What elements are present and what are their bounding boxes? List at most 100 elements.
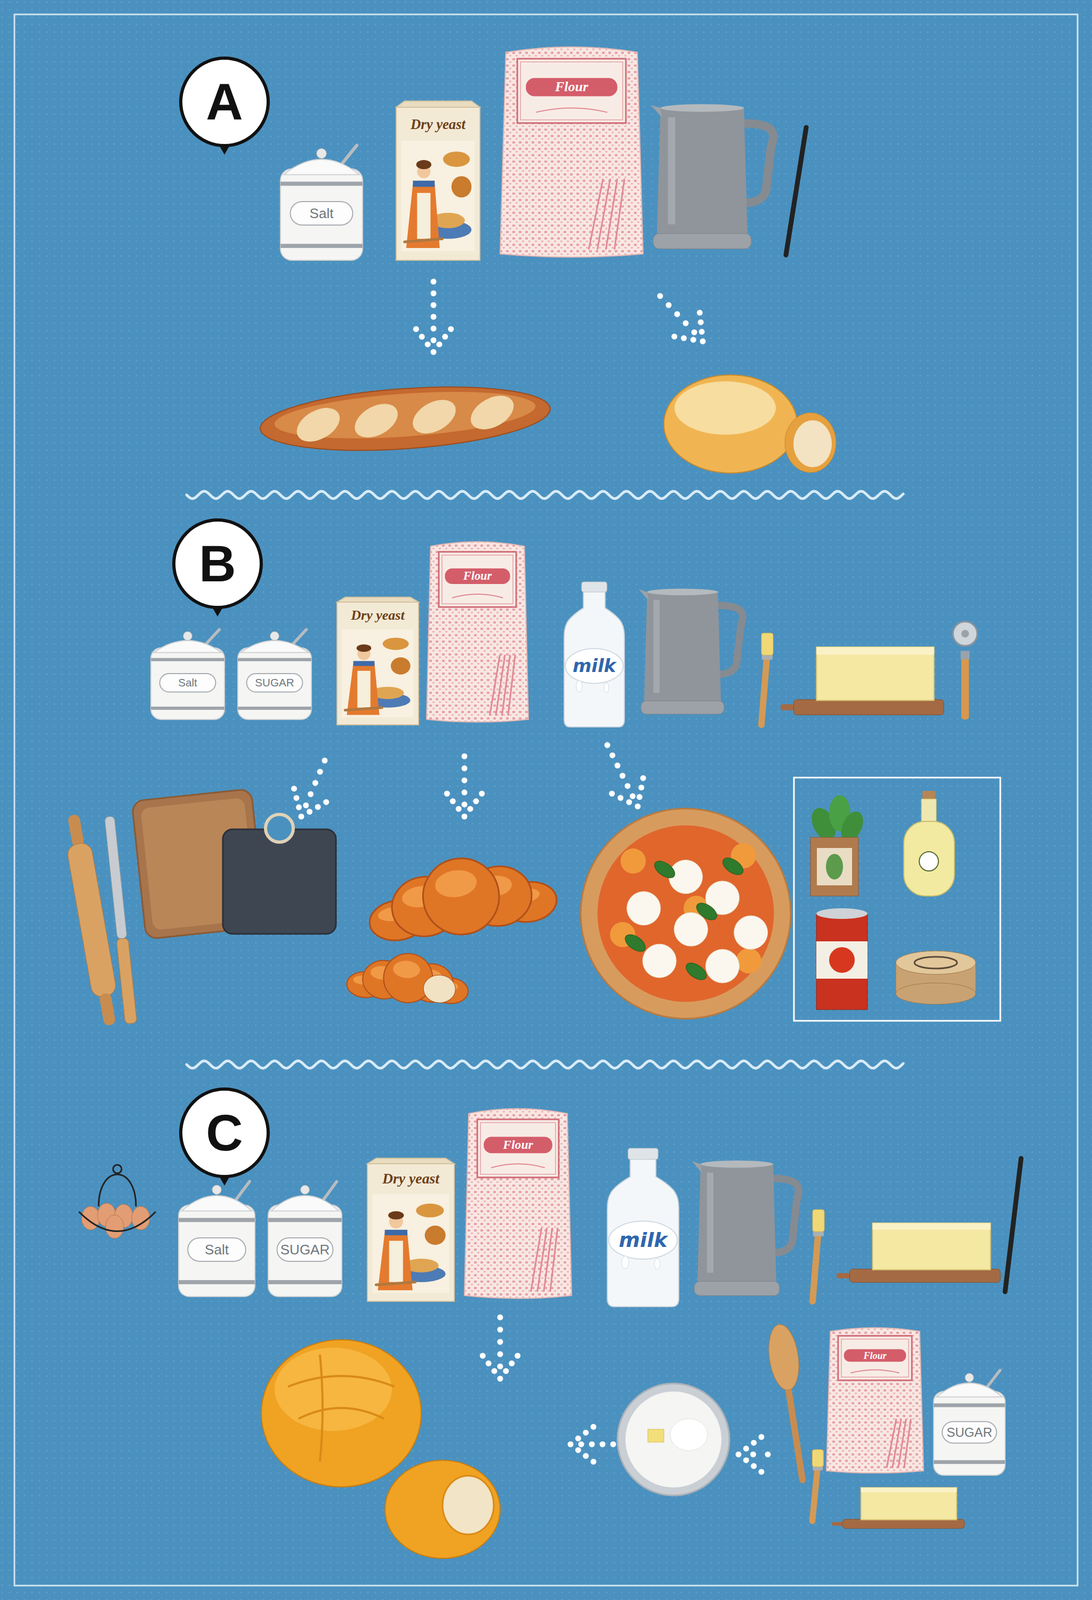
thermometer-stick xyxy=(1005,1158,1022,1292)
yeast-box xyxy=(367,1163,455,1302)
arrow-dot xyxy=(430,278,437,285)
arrow-dot xyxy=(430,314,437,320)
bottle-label: milk xyxy=(619,1229,668,1250)
cutter-wheel xyxy=(952,621,978,646)
milk-bottle xyxy=(564,590,625,727)
pitcher-spout xyxy=(692,1160,702,1172)
pitcher-base xyxy=(694,1280,780,1296)
spatula-paddle xyxy=(765,1322,804,1392)
flour-illustration xyxy=(464,1108,572,1299)
mozzarella xyxy=(642,943,677,978)
arrow-dot xyxy=(758,1468,765,1475)
egg xyxy=(131,1206,150,1230)
bag-label-panel xyxy=(477,1119,559,1178)
arrow-dot xyxy=(497,1326,504,1333)
croissant-shine xyxy=(433,867,479,900)
callout-circle xyxy=(180,1088,269,1177)
dotted-arrow xyxy=(657,293,706,345)
arrow-dot xyxy=(765,1451,772,1458)
arrow-dot xyxy=(461,777,468,784)
arrow-dot xyxy=(472,798,479,805)
bread-icon xyxy=(451,175,472,198)
arrow-dot xyxy=(657,293,664,300)
brush-illustration xyxy=(812,1209,825,1302)
basket-loop xyxy=(113,1164,122,1174)
brush-bristles xyxy=(812,1449,824,1467)
jar-band xyxy=(150,657,225,662)
bag-ornament xyxy=(850,1369,900,1373)
arrow-dot xyxy=(306,808,313,815)
can-band xyxy=(816,941,868,979)
box-panel xyxy=(400,140,475,252)
jar-knob xyxy=(183,631,193,641)
pin-handle xyxy=(98,992,116,1026)
knife-handle xyxy=(116,937,138,1024)
arrow-dot xyxy=(690,336,697,343)
flour-bag xyxy=(826,1327,924,1473)
loaf-crust xyxy=(663,374,798,473)
flour-mound xyxy=(670,1418,708,1451)
arrow-dot xyxy=(619,772,626,779)
jar-illustration xyxy=(280,145,363,261)
wavy-divider xyxy=(186,491,904,499)
arrow-dot xyxy=(683,320,689,327)
brush-bristles xyxy=(761,632,774,655)
arrow-dot xyxy=(582,1429,589,1436)
jar-label-plate xyxy=(290,201,353,226)
cutter-ferrule xyxy=(960,650,970,660)
jar-band xyxy=(268,1217,342,1223)
package-label: Dry yeast xyxy=(410,116,466,132)
baker-hair xyxy=(356,644,372,652)
pitcher-spout xyxy=(650,105,662,118)
rolling-pin-icon xyxy=(404,238,443,243)
pitcher-base xyxy=(653,233,752,250)
arrow-dot xyxy=(635,803,641,810)
arrow-dot xyxy=(758,1433,765,1440)
flour-bag xyxy=(464,1108,572,1299)
bag-banner xyxy=(525,77,618,96)
wheat-stalk xyxy=(489,654,500,716)
croissant-segment xyxy=(418,853,504,939)
jar-lid xyxy=(271,1195,340,1211)
section-callout: C xyxy=(178,1086,271,1179)
arrow-dot xyxy=(624,782,631,789)
jar-band xyxy=(178,1217,255,1223)
roll xyxy=(384,1459,501,1559)
knife-blade xyxy=(104,815,127,939)
jar-band xyxy=(178,1279,255,1284)
bag-label-frame xyxy=(520,61,623,120)
arrow-dot xyxy=(696,309,703,316)
toast xyxy=(131,788,336,939)
pitcher-shine xyxy=(668,117,676,225)
mozzarella xyxy=(668,860,703,894)
arrow-dot xyxy=(455,805,462,812)
arrow-dot xyxy=(430,302,437,309)
jar-band xyxy=(280,243,363,248)
rolling-pin-icon xyxy=(344,707,382,711)
arrow-dot xyxy=(590,1458,597,1465)
arrow-dot xyxy=(575,1435,582,1442)
jar-label-plate xyxy=(187,1237,246,1262)
bag-ornament xyxy=(452,593,504,598)
brush-handle xyxy=(812,1234,818,1302)
arrow-dot xyxy=(497,1375,504,1382)
bag-label-panel xyxy=(838,1335,912,1380)
flour-illustration xyxy=(826,1327,924,1473)
arrow-dot xyxy=(436,341,443,348)
jar-band xyxy=(237,657,312,662)
bread-knife xyxy=(103,815,138,1024)
loaf-crumb xyxy=(793,420,832,468)
loaf-slice xyxy=(784,412,837,473)
milk-splash xyxy=(565,648,623,684)
pitcher-base xyxy=(640,700,725,714)
arrow-dot xyxy=(608,790,615,797)
milk-drip xyxy=(576,680,583,693)
arrow-dot xyxy=(629,792,636,799)
yeast-box xyxy=(336,601,419,725)
brush-illustration xyxy=(812,1449,824,1521)
egg-basket xyxy=(78,1164,156,1239)
arrow-dot xyxy=(307,791,314,798)
arrow-dot xyxy=(322,757,328,764)
jar-band xyxy=(150,706,225,710)
